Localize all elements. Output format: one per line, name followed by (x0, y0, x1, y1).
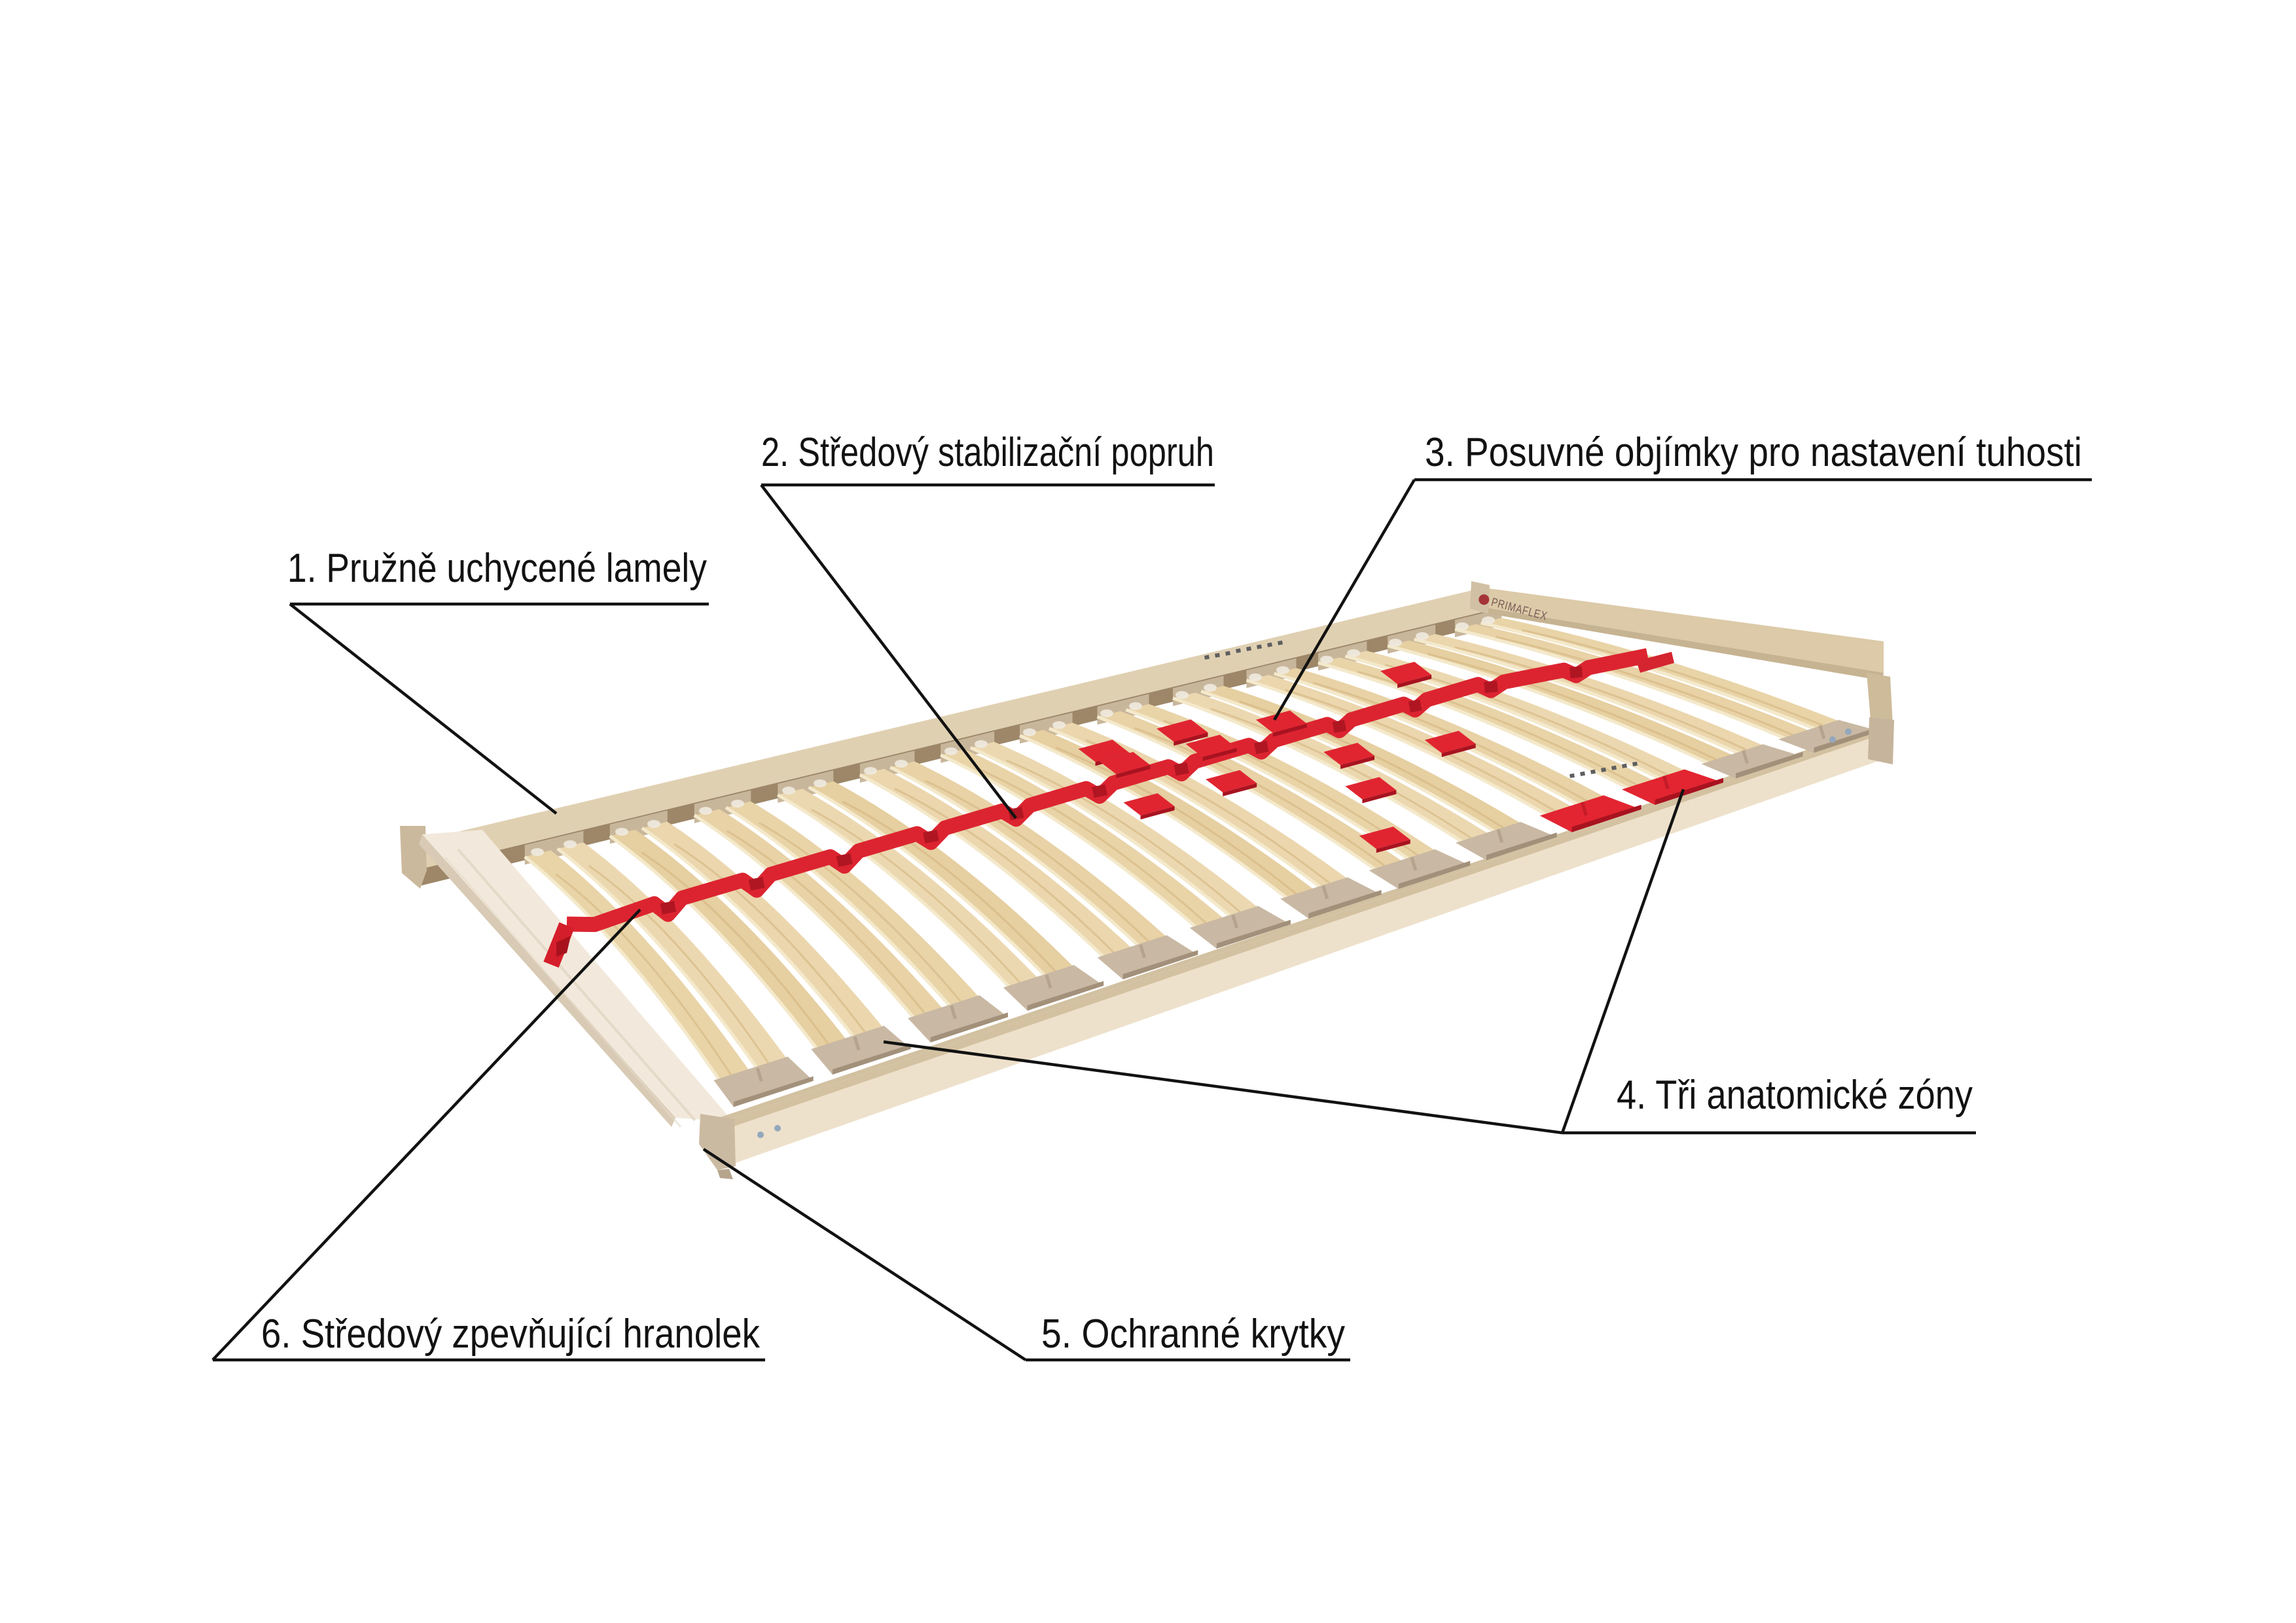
svg-text:6. Středový zpevňující hranole: 6. Středový zpevňující hranolek (261, 1311, 761, 1357)
svg-text:3. Posuvné objímky pro nastave: 3. Posuvné objímky pro nastavení tuhosti (1425, 430, 2082, 475)
svg-text:1. Pružně uchycené lamely: 1. Pružně uchycené lamely (287, 546, 707, 591)
svg-text:4. Tři anatomické zóny: 4. Tři anatomické zóny (1617, 1073, 1973, 1118)
svg-text:5. Ochranné krytky: 5. Ochranné krytky (1041, 1311, 1345, 1357)
svg-text:2. Středový stabilizační popr: 2. Středový stabilizační popruh (761, 430, 1214, 475)
